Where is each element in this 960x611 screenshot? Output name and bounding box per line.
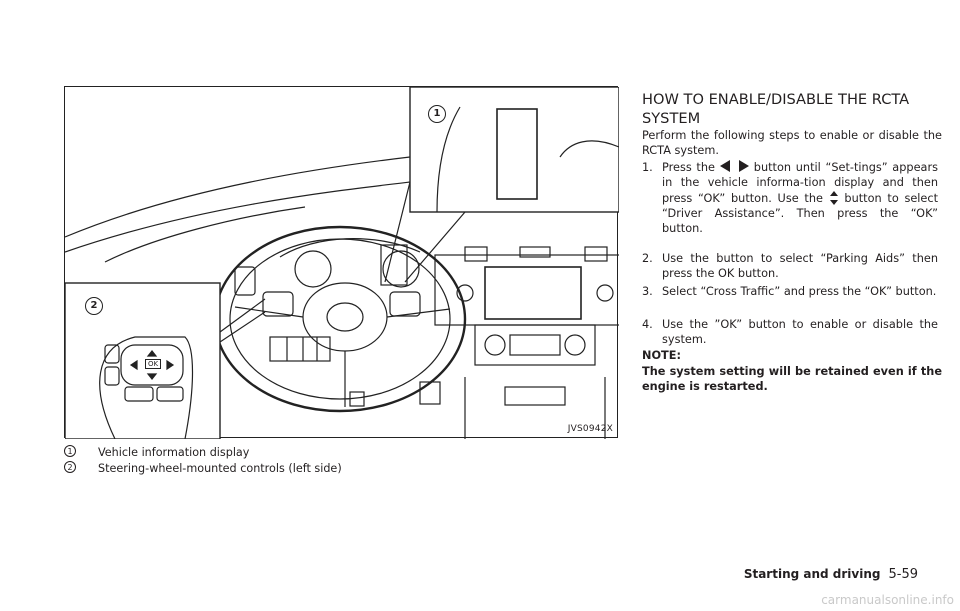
step-number: 3. (642, 285, 653, 298)
callout-text: Vehicle information display (98, 446, 250, 459)
step-number: 2. (642, 252, 653, 265)
tachometer (294, 250, 332, 288)
center-vent-right (584, 246, 608, 262)
callout-number: 2 (64, 461, 76, 473)
step1-text-a: Press the (662, 161, 715, 174)
inset-cluster-left-arc (436, 106, 461, 213)
dash-top-line-2 (65, 181, 411, 253)
inset-dpad (120, 344, 184, 386)
left-triangle-icon (719, 160, 730, 172)
hazard-switch (519, 246, 551, 258)
steering-wheel-inner-rim (229, 238, 451, 400)
brake-pedal (349, 391, 365, 407)
left-spoke-controls (262, 291, 294, 317)
dash-top-line (65, 156, 411, 238)
inset-2-leader-lines (219, 298, 266, 343)
step-body: Use the button to select “Parking Aids” … (662, 252, 938, 280)
step-body: Use the ”OK” button to enable or disable… (662, 318, 938, 346)
note-text: The system setting will be retained even… (642, 365, 942, 393)
steering-wheel-logo (326, 302, 364, 332)
tune-knob (596, 284, 614, 302)
volume-knob (456, 284, 474, 302)
step-body: Press the button until “Set-tings” appea… (662, 160, 938, 236)
left-switch-panel (269, 336, 331, 362)
meter-hood (279, 238, 421, 258)
section-heading: HOW TO ENABLE/DISABLE THE RCTA SYSTEM (642, 91, 910, 127)
callout-number: 1 (64, 445, 76, 457)
watermark: carmanualsonline.info (821, 593, 954, 607)
up-down-arrow-icon (829, 191, 838, 205)
inset-left-button-top (104, 344, 120, 364)
figure-code: JVS0942X (567, 424, 613, 434)
right-spoke-controls (389, 291, 421, 317)
page-footer: Starting and driving 5-59 (744, 567, 918, 582)
switch-dividers (286, 337, 318, 361)
step1-text-c: button to select “Driver Assistance”. Th… (662, 192, 939, 235)
climate-buttons (509, 334, 561, 356)
page-number: 5-59 (888, 567, 918, 582)
inset-cluster-frame (409, 87, 619, 213)
step-number: 1. (642, 161, 653, 174)
marker-1: 1 (428, 105, 446, 123)
note-label: NOTE: (642, 349, 681, 362)
accel-pedal (419, 381, 441, 405)
marker-2: 2 (85, 297, 103, 315)
inset-wheel-spoke (99, 336, 194, 439)
inset-back-button (156, 386, 184, 402)
steering-wheel-hub (302, 282, 388, 352)
footer-section: Starting and driving (743, 567, 881, 581)
step1-text-b: button until “Set-tings” appears in the … (662, 161, 938, 205)
right-triangle-icon (739, 160, 750, 172)
speedometer (382, 250, 420, 288)
climate-knob-right (564, 334, 586, 356)
inset-left-button-bottom (104, 366, 120, 386)
steering-wheel-rim (213, 225, 467, 413)
callout-text: Steering-wheel-mounted controls (left si… (98, 462, 342, 475)
inset-cluster-right-arc (559, 140, 619, 158)
climate-knob-left (484, 334, 506, 356)
center-stack (434, 254, 619, 326)
center-vent-left (464, 246, 488, 262)
climate-panel (474, 324, 596, 366)
inset-cluster-display (496, 108, 538, 200)
step-body: Select “Cross Traffic” and press the “OK… (662, 285, 937, 298)
inset-1-leader-lines (384, 181, 466, 283)
step-1: 1. Press the button until “Set-tings” ap… (642, 160, 938, 265)
dashboard-illustration: OK 1 2 JVS0942X (64, 86, 619, 439)
shifter-tray (504, 386, 566, 406)
dashboard-drawing (65, 87, 619, 439)
console-sides (464, 377, 606, 439)
left-side-vent (234, 266, 256, 296)
dash-hood-line (104, 206, 306, 263)
inset-arrow-marks (129, 350, 175, 380)
inset-bottom-button-left (124, 386, 154, 402)
center-display (484, 266, 582, 320)
intro-paragraph: Perform the following steps to enable or… (642, 129, 942, 157)
inset-ok-label: OK (145, 359, 162, 369)
step-number: 4. (642, 318, 653, 331)
